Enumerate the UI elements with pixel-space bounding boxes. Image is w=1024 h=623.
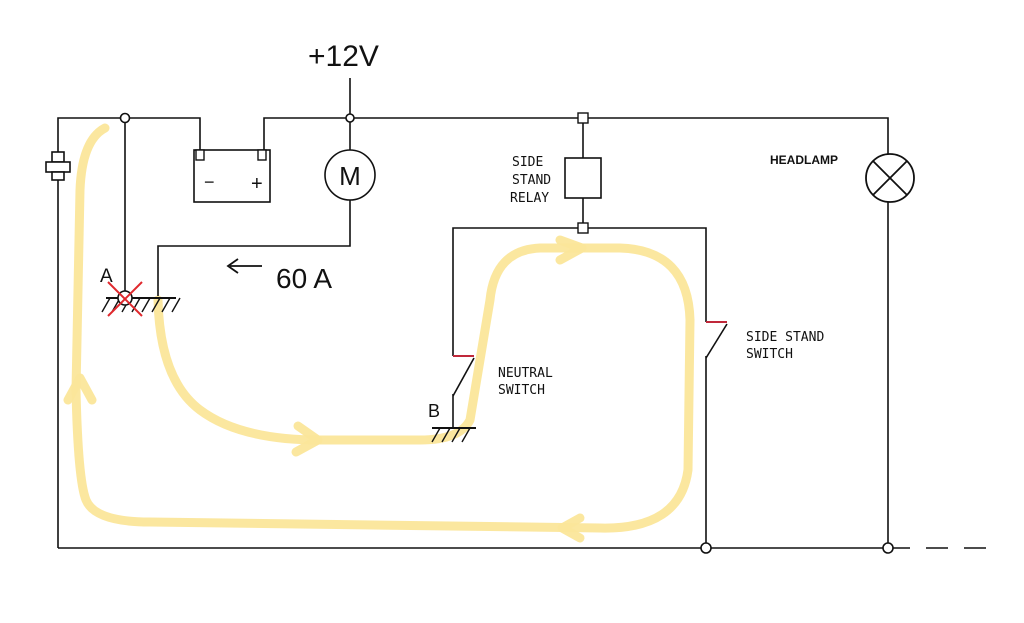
relay-label: SIDE STAND RELAY [510,155,559,206]
current-label: 60 A [276,263,332,294]
battery-plus-label: + [251,173,263,195]
junction-node [882,542,894,554]
headlamp-icon [865,153,915,203]
headlamp-label: HEADLAMP [770,153,838,167]
current-arrow [226,258,262,274]
junction-node [345,113,355,123]
side-stand-switch-label: SIDE STAND SWITCH [746,330,832,362]
node-b-label: B [428,401,440,421]
fault-mark-icon [107,281,143,317]
node-a-label: A [100,266,113,287]
motor-label: M [339,161,361,191]
motor: M [324,149,376,201]
battery-minus-label: − [204,172,215,192]
wires [57,78,986,549]
junction-node [700,542,712,554]
connector-icon [45,151,71,181]
neutral-switch [452,355,475,397]
junction-node [119,112,131,124]
supply-voltage-label: +12V [308,40,379,73]
neutral-switch-label: NEUTRAL SWITCH [498,366,561,398]
current-path-highlight [63,123,695,543]
side-stand-relay [564,112,602,234]
battery: − + [193,149,271,203]
side-stand-switch [705,321,728,359]
ground-b [431,427,476,443]
